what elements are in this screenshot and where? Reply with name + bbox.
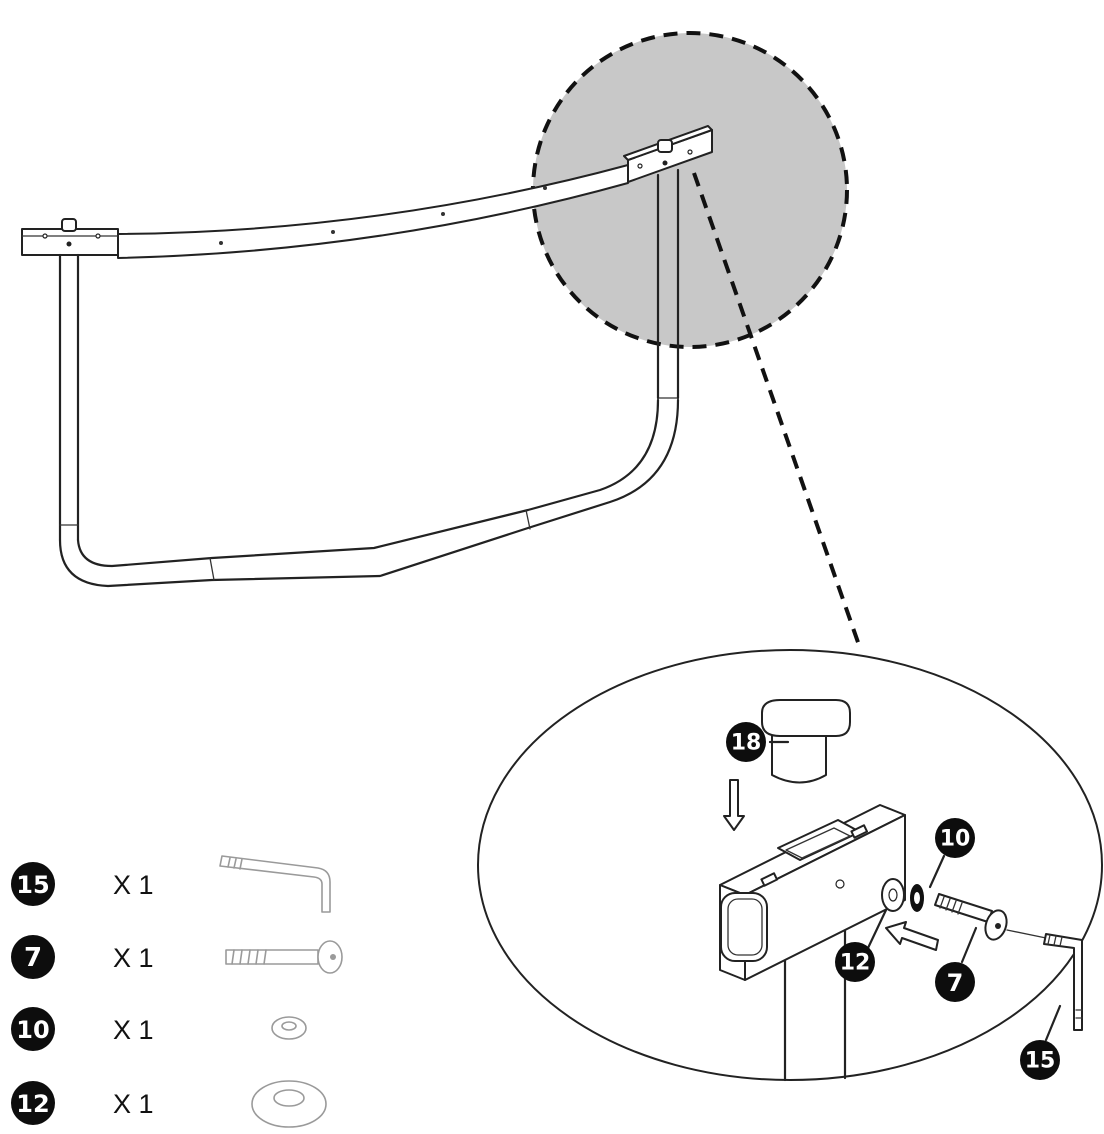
part-12-badge [11,1081,55,1125]
zoom-leader-line [692,172,862,649]
svg-text:7: 7 [947,969,964,997]
parts-row-10: 10 X 1 [11,1007,307,1051]
part-15-badge [11,862,55,906]
part-15-qty: X 1 [113,870,154,900]
frame-assembly [21,125,713,588]
part-10-qty: X 1 [113,1015,154,1045]
svg-text:12: 12 [840,951,871,976]
svg-text:10: 10 [940,827,971,852]
part-10-badge [11,1007,55,1051]
part-12-qty: X 1 [113,1089,154,1119]
flat-washer-icon [251,1080,327,1128]
parts-row-7: 7 X 1 [11,935,343,979]
callout-18: 18 [726,722,766,762]
svg-text:7: 7 [24,943,42,973]
part-7-badge [11,935,55,979]
part-7-qty: X 1 [113,943,154,973]
left-arrow [885,921,939,951]
parts-row-12: 12 X 1 [11,1080,327,1128]
lock-washer-icon [271,1016,307,1040]
svg-text:18: 18 [731,731,762,756]
callout-12: 12 [835,942,875,982]
down-arrow [723,779,745,831]
parts-row-15: 15 X 1 [11,855,331,913]
callout-7: 7 [935,962,975,1002]
svg-text:15: 15 [1025,1049,1056,1074]
bolt-icon [225,940,343,974]
detail-view [477,649,1103,1082]
callout-15: 15 [1020,1040,1060,1080]
svg-text:12: 12 [16,1090,49,1118]
allen-wrench-icon [219,855,331,913]
parts-list: 15 X 1 7 X 1 [11,855,343,1128]
end-cap-part [761,699,851,784]
callout-10: 10 [935,818,975,858]
svg-text:15: 15 [16,871,49,899]
svg-text:10: 10 [16,1016,49,1044]
